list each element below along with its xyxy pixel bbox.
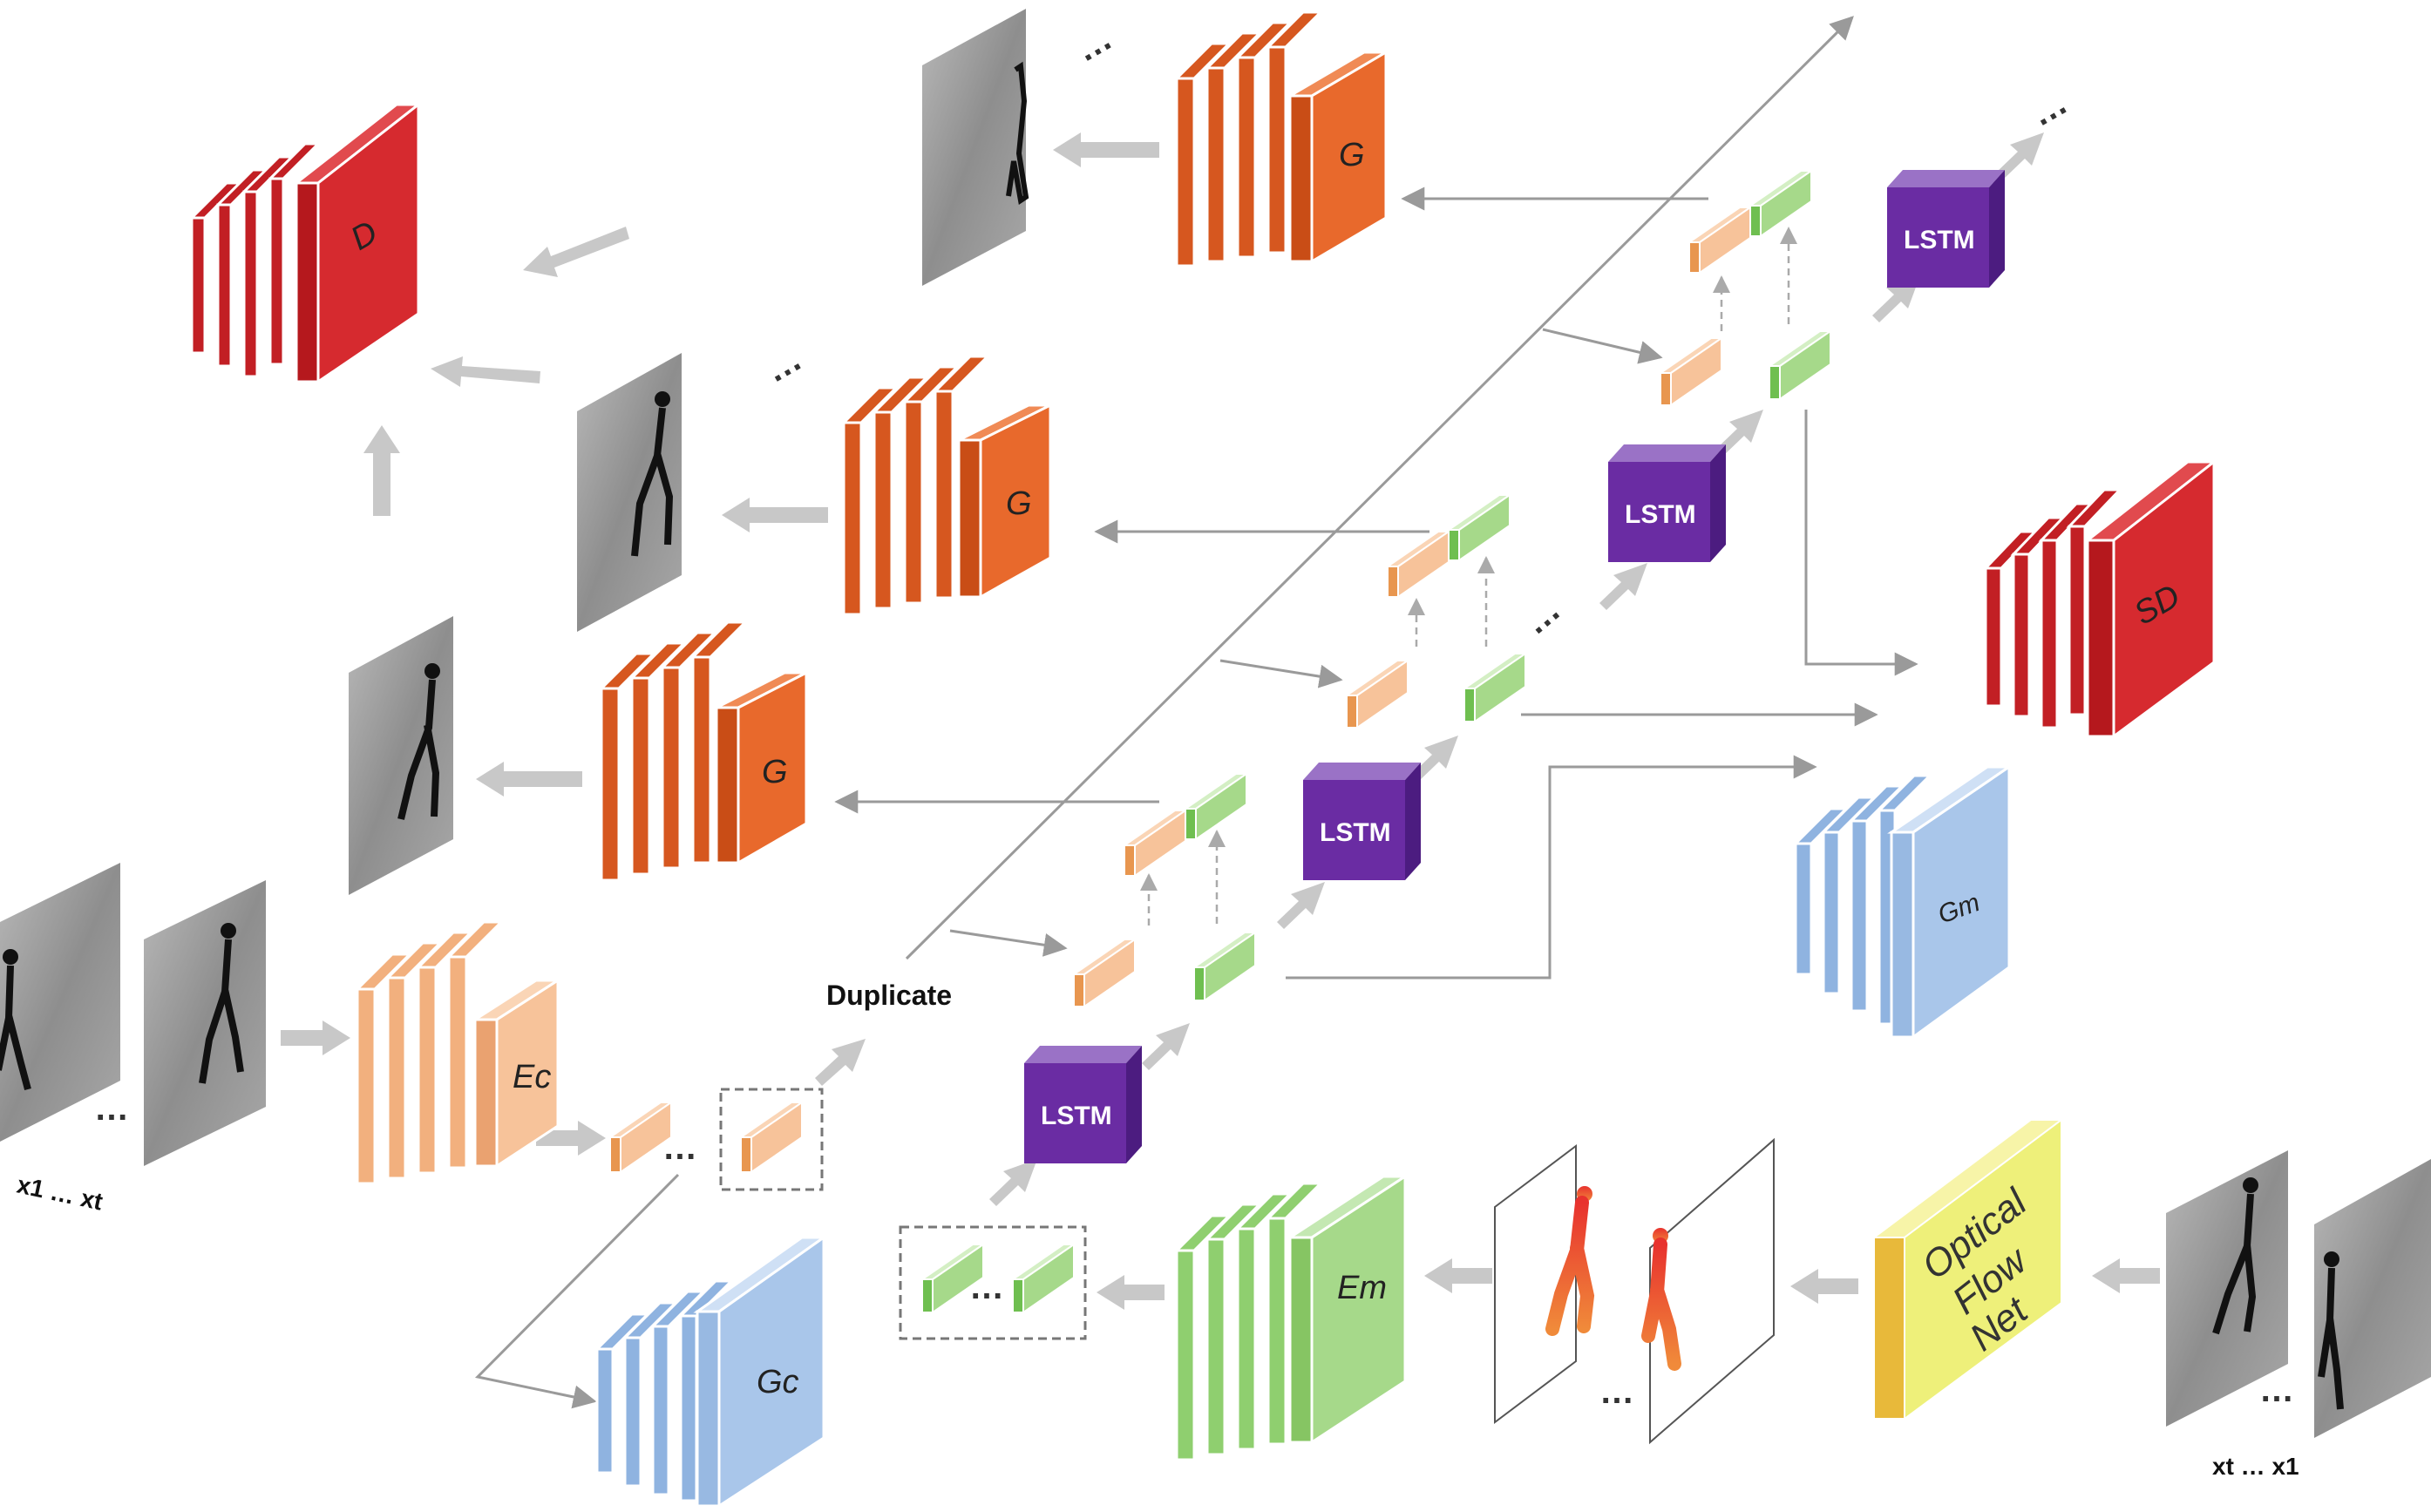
- lstm-3-label: LSTM: [1625, 500, 1696, 529]
- generated-frame-lower: [349, 616, 453, 895]
- generator-block-top: G: [1173, 10, 1391, 268]
- flow-arrows: [281, 132, 2160, 1310]
- generator-lower-label: G: [762, 754, 788, 790]
- lstm-cell-3: LSTM: [1608, 444, 1726, 562]
- motion-encoder-label: Em: [1337, 1270, 1387, 1306]
- content-encoder-block: Ec: [354, 920, 563, 1185]
- input-frame-t: [144, 880, 266, 1166]
- reversed-frame-1: [2314, 1159, 2431, 1438]
- lstm-cell-2: LSTM: [1303, 763, 1421, 880]
- lstm-1-label: LSTM: [1041, 1102, 1112, 1130]
- lstm-cell-4: LSTM: [1887, 170, 2005, 288]
- sequence-discriminator-block: SD: [1982, 458, 2218, 739]
- optical-flow-frame-t: [1641, 1137, 1775, 1445]
- svg-text:…: …: [1070, 19, 1119, 70]
- motion-encoder-block: Em: [1173, 1174, 1410, 1461]
- feature-vectors: [607, 169, 1834, 1314]
- lstm-2-label: LSTM: [1320, 818, 1391, 847]
- motion-vector-group-box: [899, 1225, 1087, 1340]
- svg-text:…: …: [1517, 590, 1568, 641]
- generated-frame-middle: [577, 353, 682, 632]
- svg-text:…: …: [662, 1129, 697, 1167]
- generated-frame-top: [922, 9, 1029, 286]
- input-sequence-label: x1 … xt: [15, 1171, 105, 1216]
- content-generator-label: Gc: [757, 1364, 799, 1400]
- lstm-4-label: LSTM: [1904, 226, 1975, 254]
- optical-flow-net-block: Optical Flow Net: [1871, 1118, 2064, 1420]
- svg-text:…: …: [969, 1268, 1004, 1306]
- optical-flow-frame-1: [1494, 1143, 1595, 1425]
- reversed-frame-t: [2166, 1150, 2288, 1427]
- generator-middle-label: G: [1006, 485, 1032, 522]
- reversed-sequence-label: xt … x1: [2212, 1453, 2299, 1480]
- svg-text:…: …: [94, 1089, 129, 1128]
- svg-text:…: …: [2259, 1371, 2294, 1409]
- connector-lines: [474, 186, 1918, 1409]
- duplicate-label: Duplicate: [826, 980, 952, 1011]
- svg-text:…: …: [2025, 84, 2074, 134]
- lstm-cell-1: LSTM: [1024, 1046, 1142, 1163]
- discriminator-block: D: [188, 101, 423, 384]
- content-generator-block: Gc: [594, 1235, 828, 1509]
- generator-block-middle: G: [840, 355, 1052, 616]
- generator-top-label: G: [1339, 137, 1365, 173]
- selected-content-vector-box: [719, 1088, 824, 1191]
- content-encoder-label: Ec: [513, 1059, 551, 1095]
- input-frame-1: [0, 863, 120, 1142]
- dashed-concat-arrows: [1140, 227, 1797, 926]
- svg-text:…: …: [759, 340, 809, 390]
- motion-generator-block: Gm: [1792, 764, 2013, 1040]
- generator-block-lower: G: [598, 620, 808, 882]
- svg-text:…: …: [1599, 1373, 1634, 1411]
